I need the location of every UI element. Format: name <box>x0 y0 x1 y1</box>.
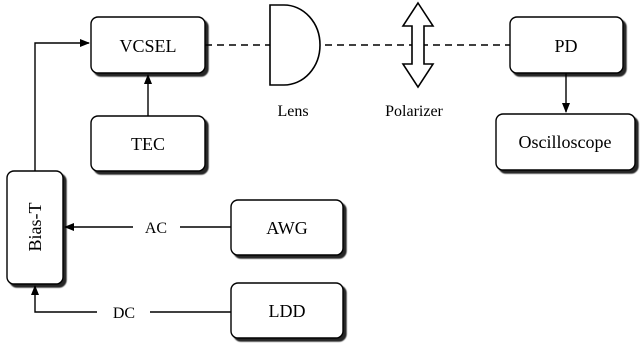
polarizer-icon <box>401 1 435 89</box>
bias-t-block: Bias-T <box>6 170 64 285</box>
pd-label: PD <box>554 36 577 56</box>
tec-label: TEC <box>131 134 165 154</box>
vcsel-block: VCSEL <box>90 16 206 74</box>
vcsel-label: VCSEL <box>119 36 176 56</box>
ldd-block: LDD <box>230 282 344 339</box>
ac-label: AC <box>145 220 167 237</box>
awg-label: AWG <box>266 218 308 238</box>
lens-label: Lens <box>277 103 308 120</box>
bias-t-to-vcsel-arrow <box>34 39 90 171</box>
dc-label: DC <box>113 305 135 322</box>
polarizer-label: Polarizer <box>385 103 443 120</box>
tec-block: TEC <box>90 115 206 172</box>
awg-block: AWG <box>230 199 344 256</box>
oscilloscope-block: Oscilloscope <box>495 113 636 171</box>
bias-t-label: Bias-T <box>25 203 45 252</box>
dc-to-bias-t-arrow <box>31 285 97 313</box>
oscilloscope-label: Oscilloscope <box>519 132 612 152</box>
ldd-label: LDD <box>269 301 306 321</box>
pd-block: PD <box>509 16 624 74</box>
lens-icon <box>269 4 321 86</box>
